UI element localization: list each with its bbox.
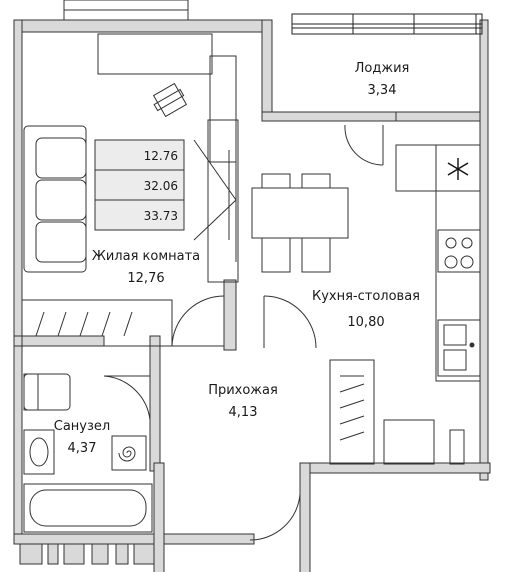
wall-left	[13, 19, 23, 541]
wall-living-loggia	[261, 19, 273, 121]
wall-right	[479, 19, 489, 481]
window-living	[63, 0, 189, 21]
kitchen-name: Кухня-столовая	[312, 289, 420, 304]
loggia-glazing	[291, 13, 483, 35]
washing-machine	[111, 435, 147, 471]
desk	[97, 33, 237, 163]
wardrobe-hall	[329, 359, 375, 465]
wall-loggia-bottom	[261, 111, 403, 122]
wall-partition	[223, 279, 237, 351]
shelf-living	[21, 299, 173, 347]
dining-table	[251, 173, 349, 273]
living-room-area: 12,76	[127, 271, 164, 286]
wall-living-bath	[13, 335, 105, 347]
wardrobe-living	[193, 119, 239, 283]
total-area-value: 32.06	[144, 179, 178, 193]
living-room-name: Жилая комната	[92, 249, 200, 264]
kitchen-area: 10,80	[347, 315, 384, 330]
sink-icon	[443, 324, 475, 371]
walls	[13, 19, 491, 572]
washbasin	[23, 429, 55, 475]
hallway-area: 4,13	[229, 405, 258, 420]
bathroom-name: Санузел	[54, 419, 110, 434]
shoe-cabinet	[383, 419, 465, 465]
sink	[437, 319, 481, 377]
loggia-area: 3,34	[368, 83, 397, 98]
wall-loggia-bottom-right	[395, 111, 487, 122]
loggia-name: Лоджия	[355, 61, 410, 76]
area-table: 12.76 32.06 33.73	[94, 139, 185, 231]
wall-bottom	[13, 533, 255, 545]
stove-icon	[444, 237, 474, 269]
wall-entry-right	[299, 462, 311, 572]
total-with-loggia-value: 33.73	[144, 209, 178, 223]
wall-bath-hall	[149, 335, 161, 472]
snowflake-icon	[447, 158, 469, 180]
wall-top	[13, 19, 271, 33]
stove	[437, 229, 481, 273]
wall-entry-left	[153, 462, 165, 572]
toilet	[23, 373, 71, 411]
hallway-name: Прихожая	[208, 383, 278, 398]
living-area-value: 12.76	[144, 149, 178, 163]
bathtub	[23, 483, 153, 533]
exterior-marks	[19, 543, 155, 565]
spiral-icon	[118, 446, 136, 462]
bathroom-area: 4,37	[68, 441, 97, 456]
office-chair	[152, 82, 188, 118]
door-arcs	[103, 124, 384, 541]
sofa	[23, 125, 87, 273]
fridge	[395, 144, 481, 192]
